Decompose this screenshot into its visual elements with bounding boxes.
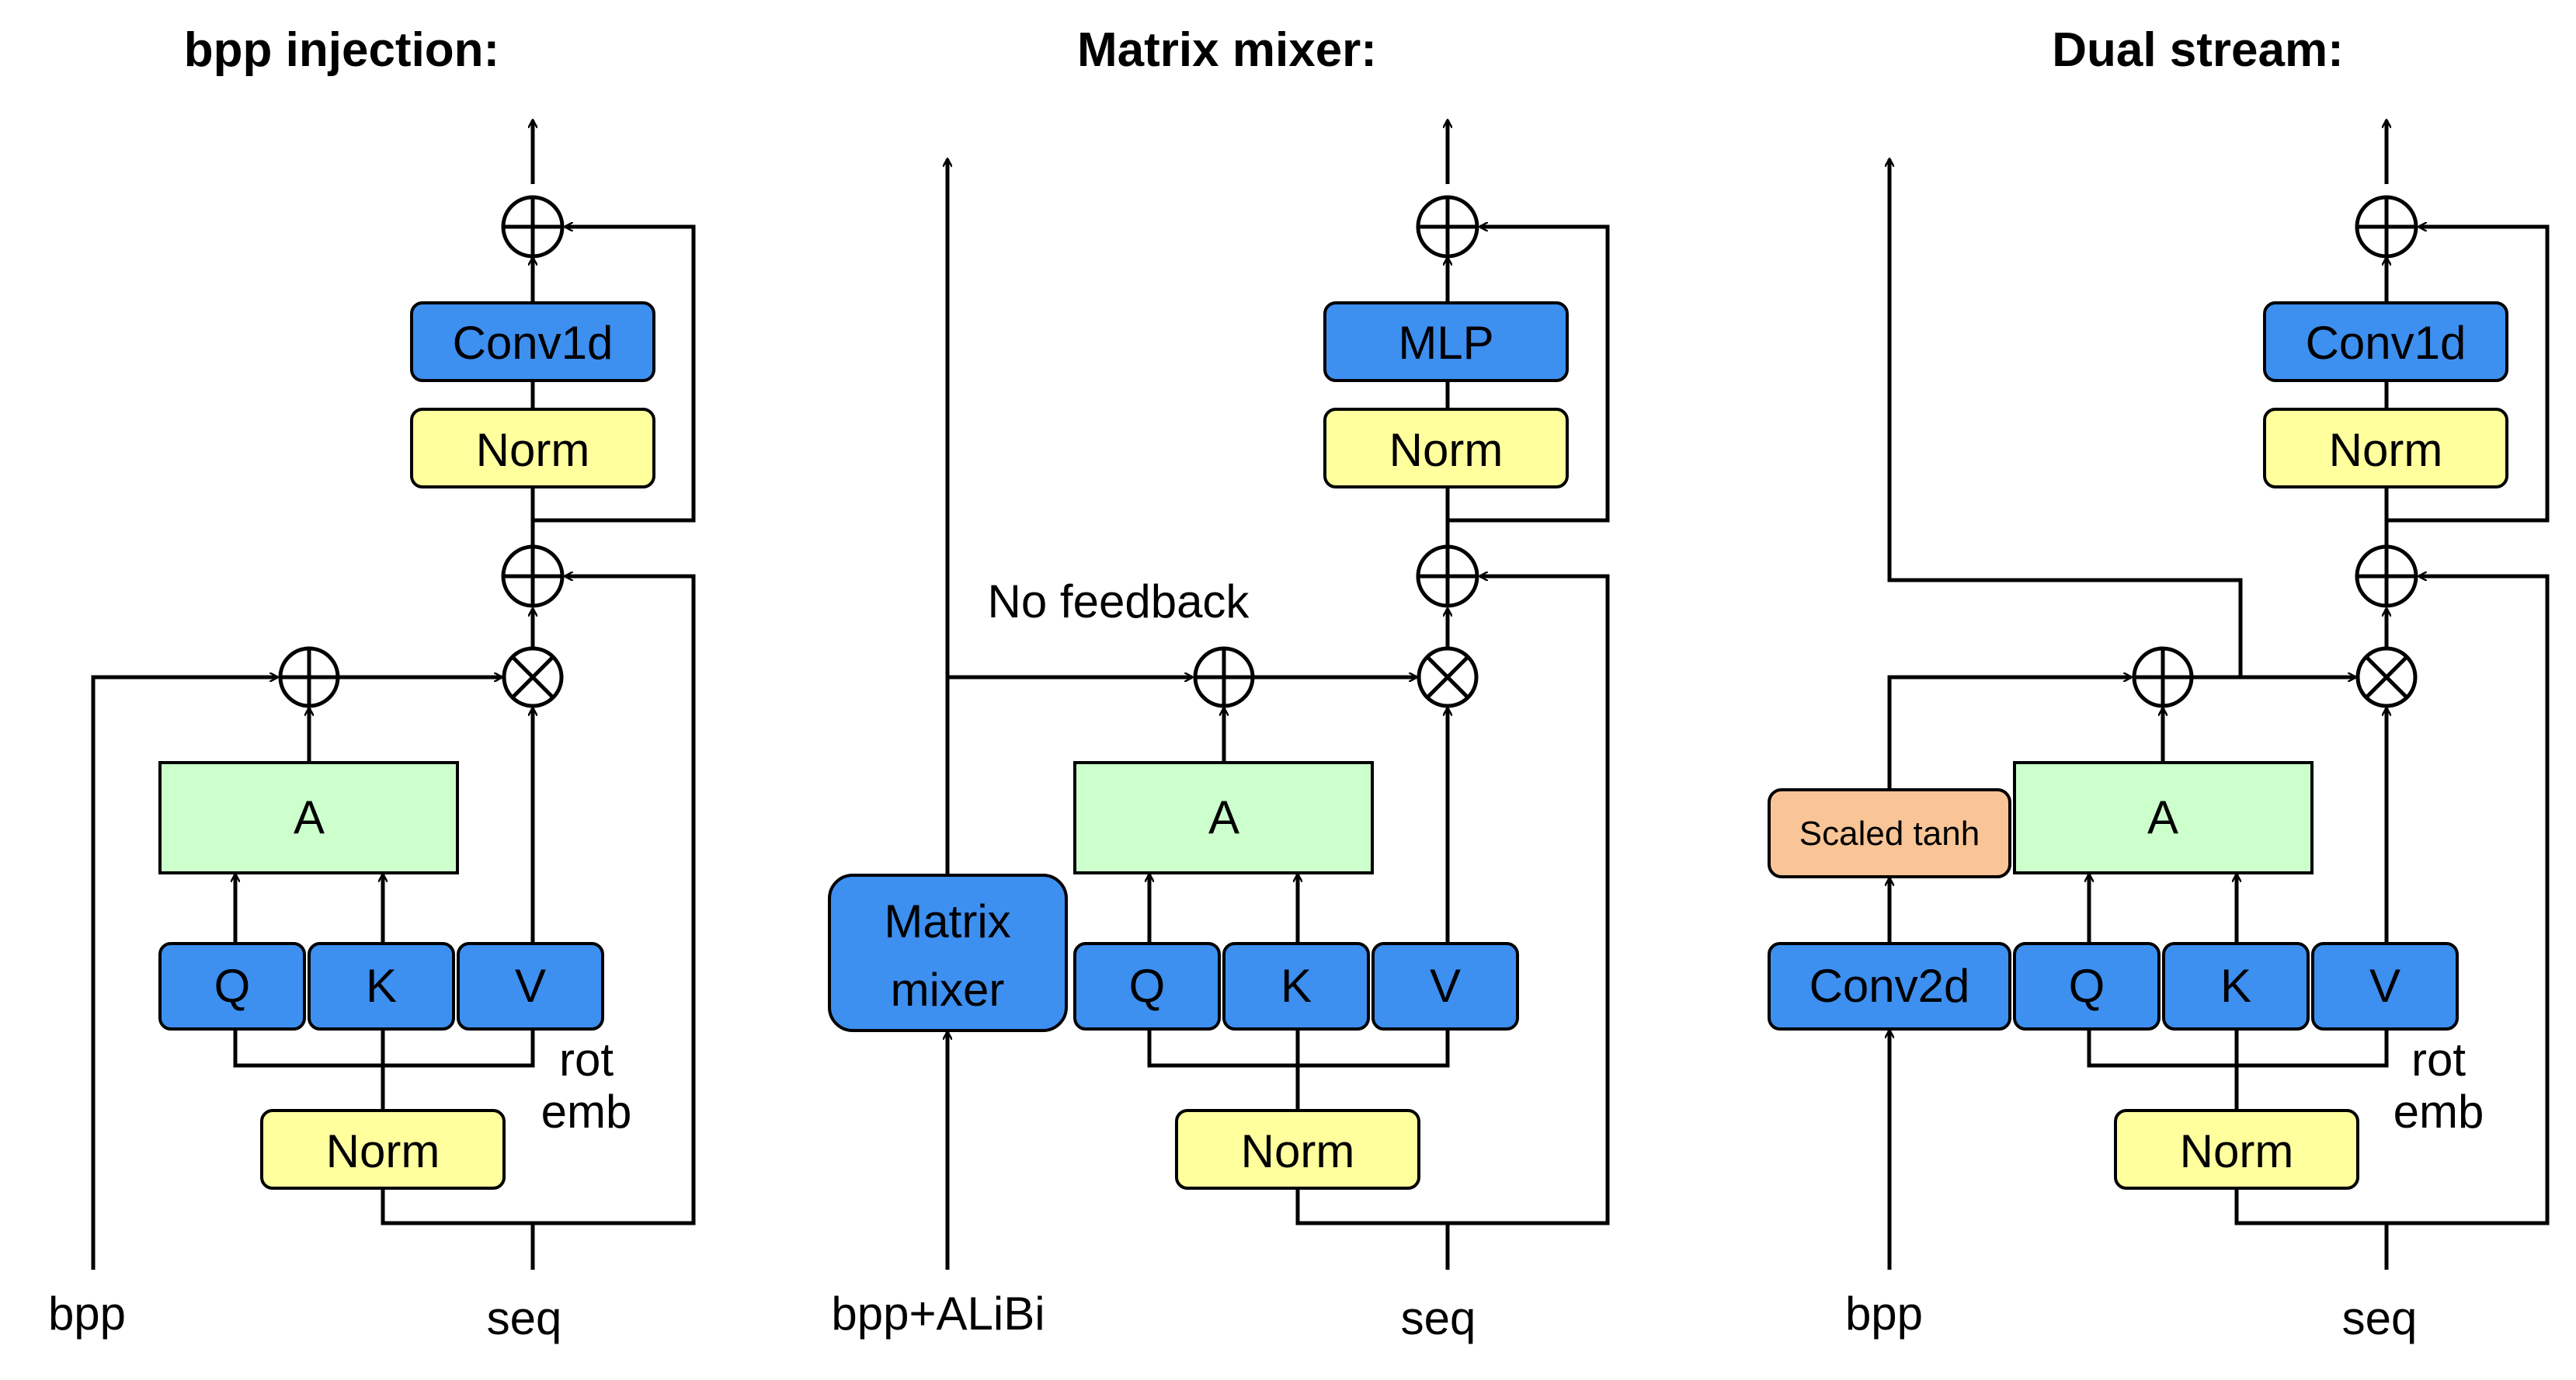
title-dual-stream: Dual stream: (2052, 23, 2344, 77)
add-op-middle (501, 544, 565, 608)
add-op-mixer (1193, 646, 1255, 708)
input-seq-label: seq (1401, 1292, 1476, 1344)
v-label: V (2369, 960, 2400, 1012)
title-bpp-injection: bpp injection: (184, 23, 499, 77)
input-bpp-label: bpp (1845, 1288, 1923, 1340)
add-op-top (501, 195, 565, 259)
input-bpp-label: bpp (48, 1288, 126, 1340)
input-bpp-alibi-label: bpp+ALiBi (831, 1288, 1045, 1340)
k-label: K (366, 960, 397, 1012)
rot-label: rot (559, 1034, 614, 1086)
q-block (1073, 942, 1221, 1031)
mlp-label: MLP (1398, 317, 1493, 369)
multiply-op (502, 646, 564, 708)
add-op-middle (2355, 544, 2418, 608)
emb-label: emb (2393, 1086, 2484, 1138)
multiply-op (2355, 646, 2418, 708)
attention-label: A (1208, 791, 1239, 843)
v-label: V (1430, 960, 1461, 1012)
k-label: K (1281, 960, 1312, 1012)
q-label: Q (2069, 960, 2105, 1012)
norm-top-label: Norm (1389, 424, 1504, 476)
norm-bottom-label: Norm (1241, 1125, 1355, 1177)
rot-label: rot (2411, 1034, 2466, 1086)
panel-dual-stream: Dual stream: Conv1d Norm (1768, 23, 2550, 1344)
q-label: Q (214, 960, 251, 1012)
emb-label: emb (541, 1086, 632, 1138)
panel-bpp-injection: bpp injection: Conv1d Norm (48, 23, 696, 1344)
add-op-top (1416, 195, 1479, 259)
multiply-op (1417, 646, 1479, 708)
q-label: Q (1129, 960, 1166, 1012)
scaled-tanh-label: Scaled tanh (1799, 815, 1980, 853)
norm-bottom-label: Norm (2180, 1125, 2294, 1177)
residual-middle (533, 576, 696, 1225)
attention-block (158, 761, 459, 874)
v-label: V (515, 960, 546, 1012)
attention-label: A (294, 791, 325, 843)
title-matrix-mixer: Matrix mixer: (1077, 23, 1377, 77)
residual-top (533, 227, 696, 523)
add-op-top (2355, 195, 2418, 259)
attention-block (1073, 761, 1374, 874)
add-op-pair (2132, 646, 2194, 708)
input-seq-label: seq (487, 1292, 562, 1344)
bpp-input-line (91, 677, 277, 1270)
norm-top-label: Norm (476, 424, 590, 476)
q-block (2013, 942, 2161, 1031)
matrix-mixer-label-line1: Matrix (884, 895, 1010, 947)
q-block (158, 942, 306, 1031)
pair-stream-output-arrow (1889, 159, 2243, 677)
attention-block (2013, 761, 2314, 874)
add-op-bpp (278, 646, 340, 708)
norm-bottom-label: Norm (326, 1125, 440, 1177)
norm-top-label: Norm (2329, 424, 2443, 476)
conv2d-label: Conv2d (1809, 960, 1970, 1012)
conv1d-label: Conv1d (2306, 317, 2466, 369)
matrix-mixer-label-line2: mixer (891, 964, 1005, 1016)
conv1d-label: Conv1d (453, 317, 614, 369)
v-block (457, 942, 604, 1031)
add-op-middle (1416, 544, 1479, 608)
no-feedback-label: No feedback (988, 575, 1250, 627)
k-label: K (2220, 960, 2251, 1012)
attention-label: A (2147, 791, 2178, 843)
panel-matrix-mixer: Matrix mixer: MLP Norm (828, 23, 1610, 1344)
v-block (1371, 942, 1519, 1031)
input-seq-label: seq (2342, 1292, 2418, 1344)
